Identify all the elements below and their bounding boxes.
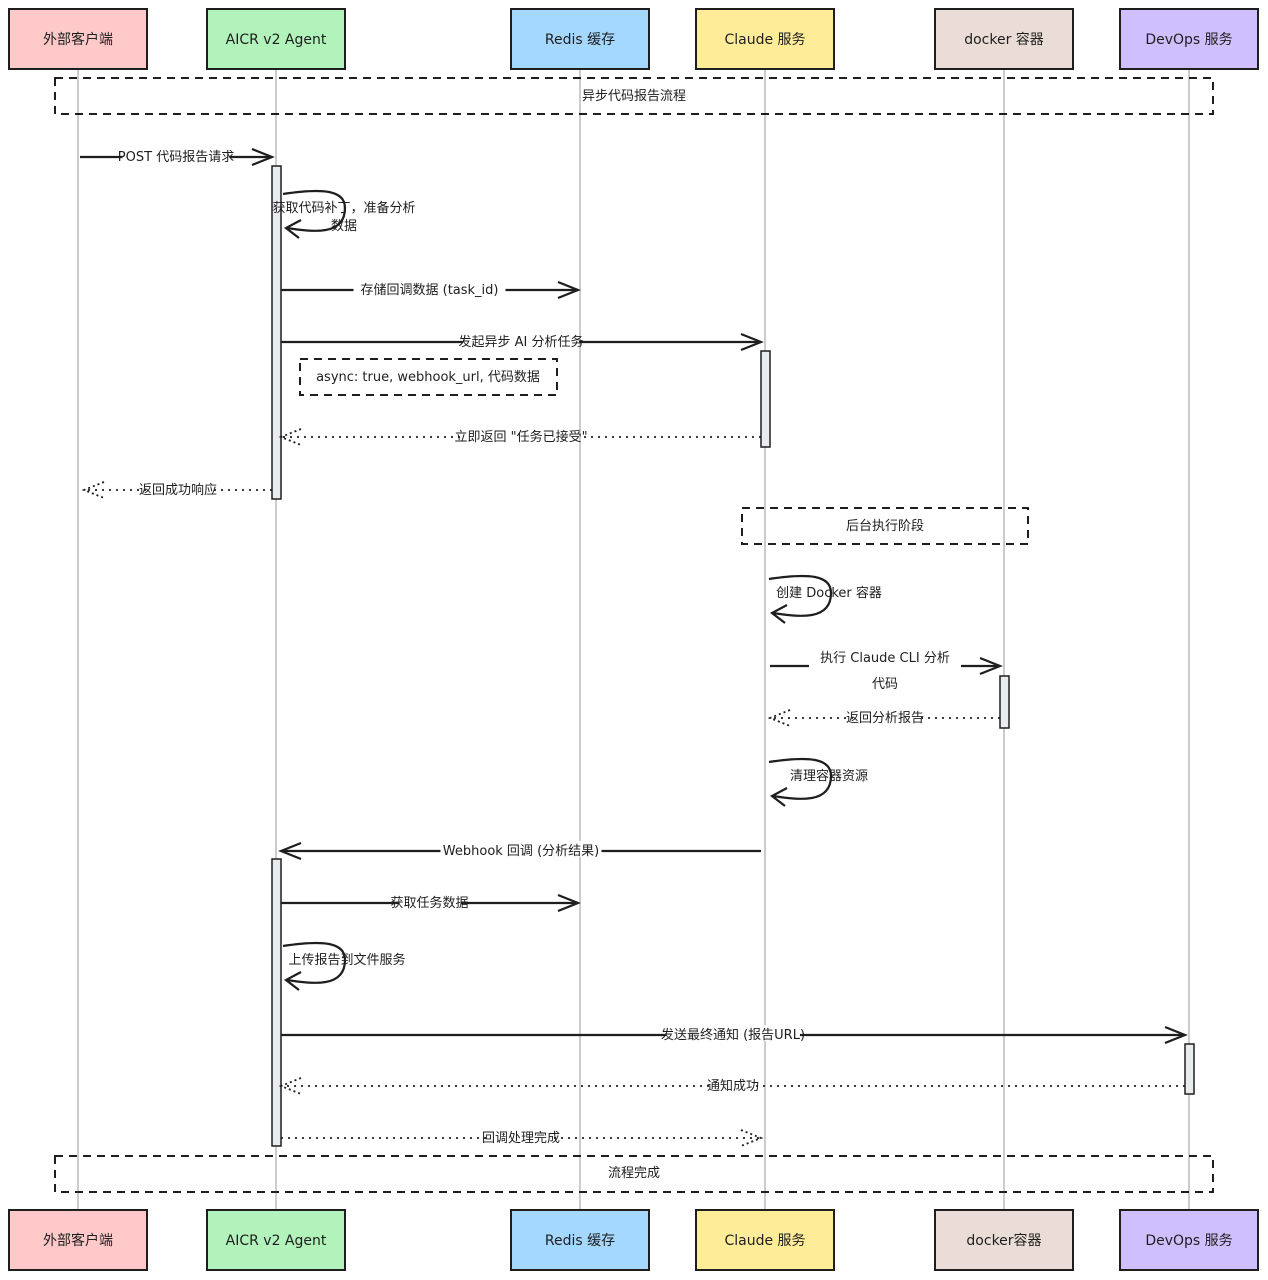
arrowhead-icon [979,656,1003,676]
message-label: 通知成功 [707,1078,759,1094]
message-7: 创建 Docker 容器 [768,574,882,624]
participant-redis-top[interactable]: Redis 缓存 [510,8,650,70]
arrowhead-icon [283,971,302,991]
arrowhead-icon [278,428,302,446]
message-13: 上传报告到文件服务 [282,941,406,991]
message-3: 存储回调数据 (task_id) [281,280,581,300]
participant-label: DevOps 服务 [1145,1233,1232,1249]
arrowhead-icon [557,893,581,913]
message-label: 发起异步 AI 分析任务 [459,334,584,350]
participant-label: AICR v2 Agent [226,32,327,48]
message-label: 回调处理完成 [482,1131,560,1146]
participant-label: docker容器 [966,1232,1041,1249]
activation-bar-agent-2 [271,858,282,1147]
participant-devops-bottom[interactable]: DevOps 服务 [1119,1209,1259,1271]
participant-label: Claude 服务 [724,32,805,48]
group-frame-background-phase: 后台执行阶段 [741,507,1029,545]
activation-bars [271,165,1195,1147]
participant-label: 外部客户端 [43,31,113,48]
participant-docker-bottom[interactable]: docker容器 [934,1209,1074,1271]
participant-label: 外部客户端 [43,1232,113,1249]
arrowhead-icon [769,787,788,807]
message-label: POST 代码报告请求 [118,150,234,165]
group-frame-async-flow: 异步代码报告流程 [54,77,1214,115]
message-5: 立即返回 "任务已接受" [278,427,761,446]
self-loop-arrow [282,941,347,984]
message-label: 返回成功响应 [139,482,217,498]
group-frame-flow-complete: 流程完成 [54,1155,1214,1193]
message-6: 返回成功响应 [81,480,272,499]
participant-docker-top[interactable]: docker 容器 [934,8,1074,70]
group-label: 异步代码报告流程 [582,89,686,104]
arrowhead-icon [278,841,302,861]
message-11: Webhook 回调 (分析结果) [278,841,761,861]
message-label: 数据 [331,219,357,234]
note-label: async: true, webhook_url, 代码数据 [316,370,540,385]
arrowhead-icon [740,332,764,352]
message-12: 获取任务数据 [281,893,581,913]
participant-claude-bottom[interactable]: Claude 服务 [695,1209,835,1271]
message-15: 通知成功 [278,1076,1185,1095]
message-label: 上传报告到文件服务 [288,952,405,968]
arrowhead-icon [557,280,581,300]
message-14: 发送最终通知 (报告URL) [281,1025,1188,1045]
participant-label: Claude 服务 [724,1233,805,1249]
message-label: 获取任务数据 [390,895,468,911]
self-loop-arrow [768,574,833,617]
arrowhead-icon [1164,1025,1188,1045]
message-label: 返回分析报告 [846,711,924,726]
arrowhead-icon [81,481,105,499]
arrowhead-icon [740,1129,764,1147]
message-label: 发送最终通知 (报告URL) [661,1027,805,1043]
message-16: 回调处理完成 [281,1128,764,1147]
self-loop-arrow [282,189,347,232]
participant-client-bottom[interactable]: 外部客户端 [8,1209,148,1271]
participant-label: DevOps 服务 [1145,32,1232,48]
participant-client-top[interactable]: 外部客户端 [8,8,148,70]
arrowhead-icon [283,219,302,239]
participant-redis-bottom[interactable]: Redis 缓存 [510,1209,650,1271]
lifelines [77,69,1190,1210]
activation-bar-docker-1 [999,675,1010,729]
participant-agent-bottom[interactable]: AICR v2 Agent [206,1209,346,1271]
message-label: 立即返回 "任务已接受" [454,429,587,445]
message-label: 执行 Claude CLI 分析 [820,651,950,666]
message-4: 发起异步 AI 分析任务 [281,332,764,352]
participant-label: Redis 缓存 [545,1233,615,1249]
participant-label: Redis 缓存 [545,32,615,48]
group-label: 后台执行阶段 [846,519,924,534]
message-label: 代码 [872,677,898,692]
activation-bar-claude-1 [760,350,771,448]
participant-label: AICR v2 Agent [226,1233,327,1249]
arrowhead-icon [767,709,791,727]
participant-label: docker 容器 [964,31,1044,48]
message-label: 创建 Docker 容器 [776,585,882,601]
participant-claude-top[interactable]: Claude 服务 [695,8,835,70]
self-loop-arrow [768,757,833,800]
participant-devops-top[interactable]: DevOps 服务 [1119,8,1259,70]
message-label: 清理容器资源 [790,768,868,784]
message-9: 返回分析报告 [767,708,1000,727]
group-label: 流程完成 [608,1166,660,1181]
participant-agent-top[interactable]: AICR v2 Agent [206,8,346,70]
message-1: POST 代码报告请求 [80,147,275,167]
activation-bar-agent-1 [271,165,282,500]
arrowhead-icon [278,1077,302,1095]
arrowhead-icon [251,147,275,167]
message-label: Webhook 回调 (分析结果) [443,844,599,859]
message-label: 存储回调数据 (task_id) [360,283,498,298]
message-label: 获取代码补丁，准备分析 [272,200,415,216]
arrowhead-icon [769,604,788,624]
activation-bar-devops-1 [1184,1043,1195,1095]
note-async-params: async: true, webhook_url, 代码数据 [299,358,558,396]
message-10: 清理容器资源 [768,757,868,807]
